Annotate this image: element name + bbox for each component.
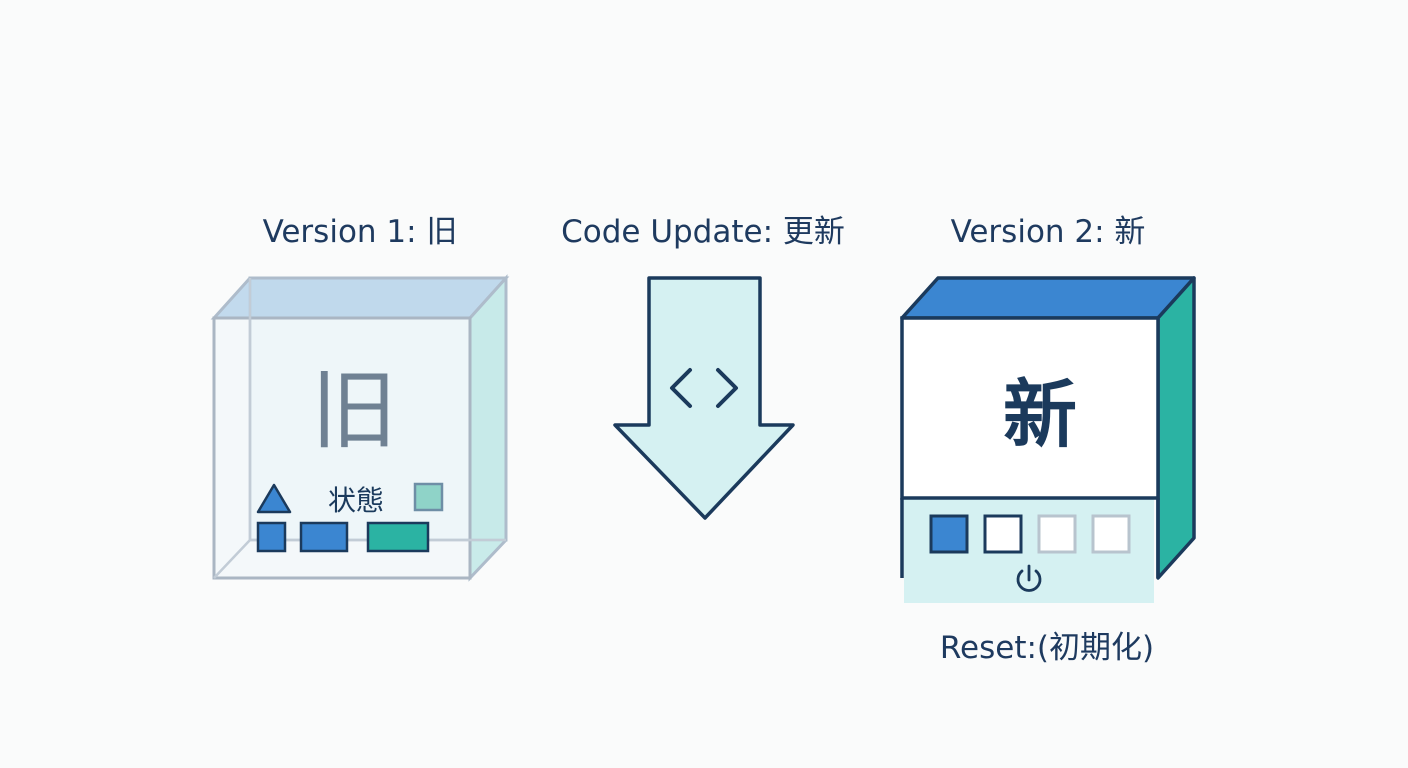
slot-empty-faded	[1037, 514, 1077, 554]
new-box-front-face	[900, 316, 1160, 500]
version2-label: Version 2: 新	[950, 214, 1146, 250]
slot-empty-faded	[1091, 514, 1131, 554]
code-icon-right	[716, 368, 738, 408]
old-box-top-face	[210, 276, 510, 320]
slot-empty	[983, 514, 1023, 554]
state-block-small	[256, 521, 287, 553]
slot-filled	[929, 514, 969, 554]
state-block-medium	[299, 521, 349, 553]
code-update-label: Code Update: 更新	[561, 214, 845, 250]
state-block-wide	[366, 521, 430, 553]
new-box-right-face	[1156, 276, 1196, 580]
down-arrow	[613, 276, 795, 520]
code-update-arrow	[613, 276, 795, 520]
old-box-right-face	[468, 274, 508, 582]
new-box-top-face	[900, 276, 1196, 320]
triangle-icon	[256, 483, 292, 514]
new-box-glyph: 新	[1003, 372, 1077, 458]
version1-label: Version 1: 旧	[262, 214, 458, 250]
reset-label: Reset:(初期化)	[939, 630, 1155, 666]
square-icon	[413, 482, 444, 512]
old-box-state-label: 状態	[328, 484, 384, 517]
old-box-hidden-edge	[213, 539, 251, 579]
power-icon	[1016, 564, 1042, 592]
old-version-box: 旧 状態	[210, 274, 510, 582]
old-box-glyph: 旧	[311, 361, 397, 461]
new-version-box: 新	[900, 276, 1196, 603]
code-icon-left	[670, 368, 692, 408]
